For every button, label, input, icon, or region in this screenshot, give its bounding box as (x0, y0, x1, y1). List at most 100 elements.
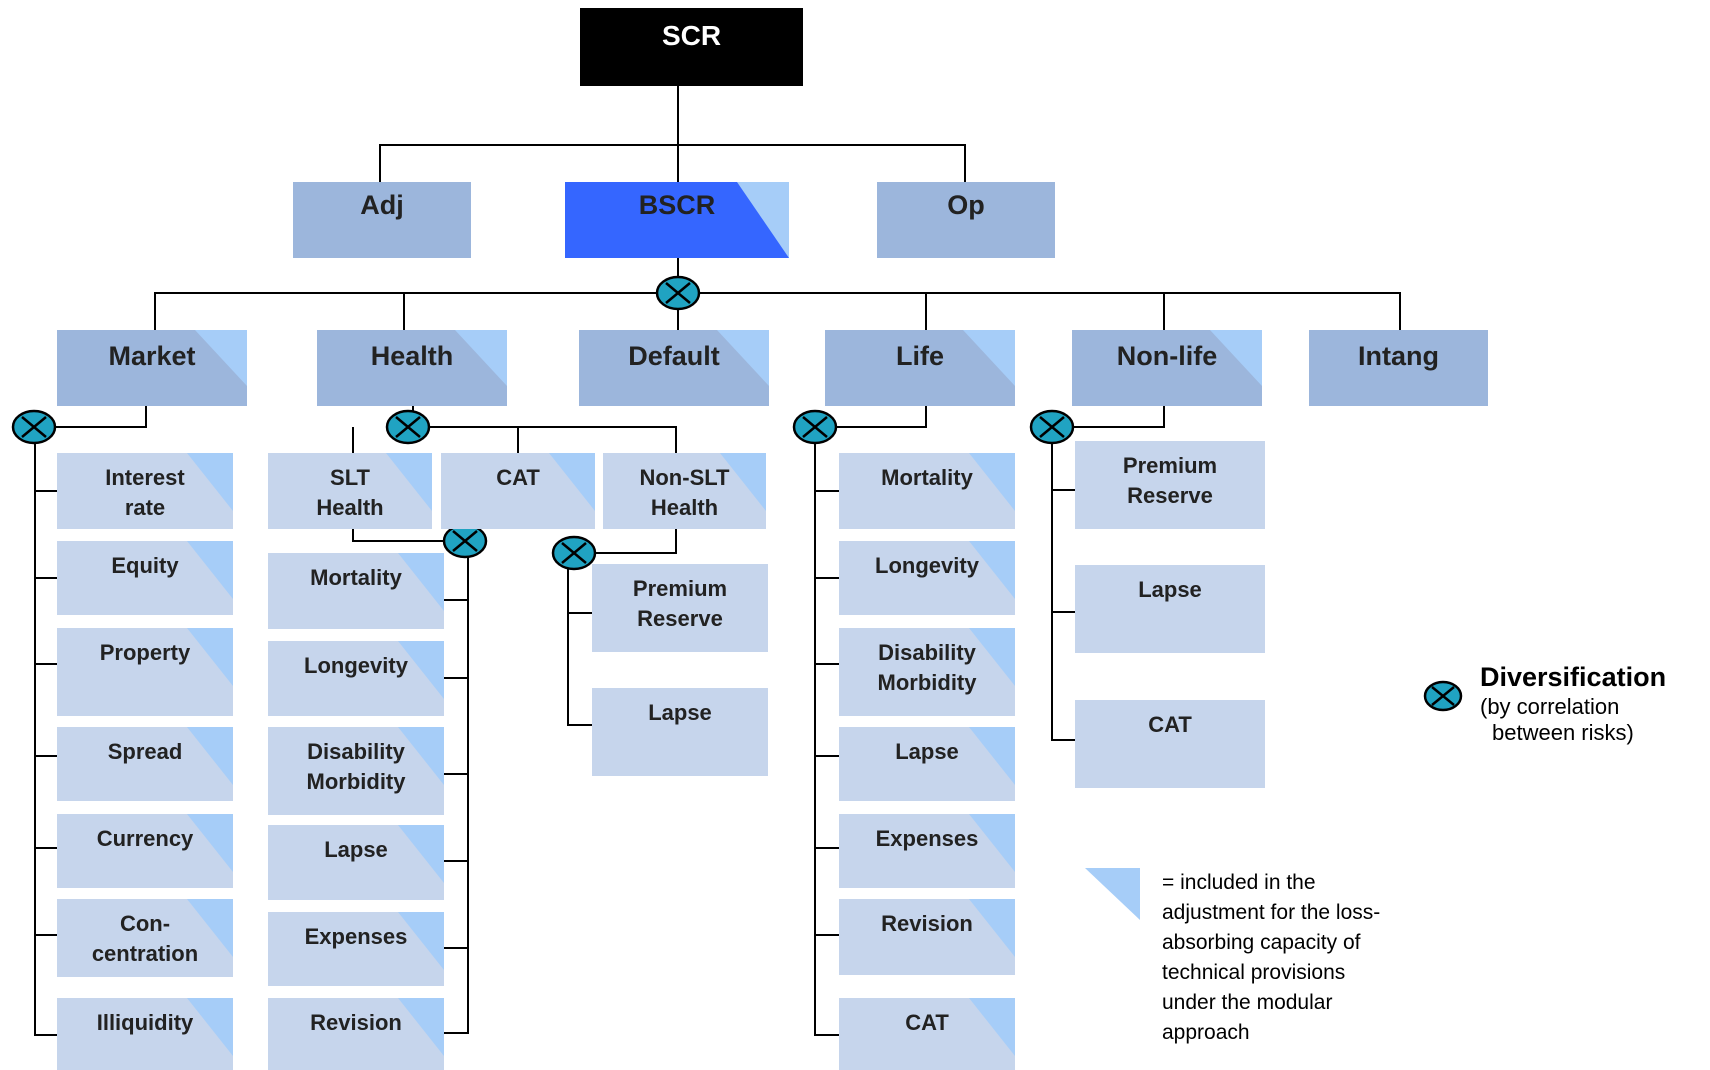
diversification-icon (655, 275, 701, 311)
submodule-label: Revision (881, 911, 973, 936)
submodule-label: Illiquidity (96, 1010, 194, 1035)
submodule-label: Lapse (324, 837, 388, 862)
lac-triangle-icon (963, 330, 1015, 386)
submodule-label: Lapse (895, 739, 959, 764)
submodule-label: Premium Reserve (1122, 453, 1218, 508)
lac-triangle-icon (195, 330, 247, 386)
market-submodule: Equity (57, 541, 233, 615)
life-submodule: Revision (839, 899, 1015, 975)
lac-triangle-icon (969, 899, 1015, 957)
triangle-legend-text: = included in the adjustment for the los… (1162, 871, 1381, 1044)
market-submodule: Spread (57, 727, 233, 801)
lac-triangle-icon (187, 628, 233, 686)
life-label: Life (895, 341, 944, 371)
life-submodule: Mortality (839, 453, 1015, 529)
bscr-box: BSCR (565, 182, 789, 258)
nonlife-box: Non-life (1072, 330, 1262, 406)
health-group-label: CAT (496, 465, 540, 490)
diversification-icon (11, 409, 57, 445)
nonlife-label: Non-life (1116, 341, 1218, 371)
diversification-icon (385, 409, 431, 445)
lac-triangle-icon (1210, 330, 1262, 386)
diversification-title: Diversification (1480, 662, 1667, 692)
submodule-label: Premium Reserve (632, 576, 728, 631)
health-label: Health (370, 341, 454, 371)
market-box: Market (57, 330, 247, 406)
diversification-legend-icon (1423, 680, 1463, 712)
market-submodule: Currency (57, 814, 233, 888)
lac-triangle-icon (187, 541, 233, 599)
submodule-label: Mortality (310, 565, 402, 590)
nonlife-submodule: CAT (1075, 700, 1265, 788)
health-box: Health (317, 330, 507, 406)
submodule-label: CAT (905, 1010, 949, 1035)
diversification-icon (792, 409, 838, 445)
life-submodule: Longevity (839, 541, 1015, 615)
submodule-label: Lapse (648, 700, 712, 725)
slt-health-submodule: Longevity (268, 641, 444, 716)
health-group-label: Non-SLT Health (639, 465, 730, 520)
submodule-label: Longevity (875, 553, 979, 578)
submodule-label: Expenses (304, 924, 408, 949)
lac-triangle-icon (969, 998, 1015, 1056)
op-label: Op (947, 190, 985, 220)
connector-line (379, 144, 966, 182)
lac-triangle-icon (455, 330, 507, 386)
lac-triangle-icon (187, 727, 233, 785)
submodule-label: Equity (111, 553, 179, 578)
slt-health-submodule: Lapse (268, 825, 444, 900)
market-submodule: Illiquidity (57, 998, 233, 1070)
nonslt-health-submodule: Lapse (592, 688, 768, 776)
lac-triangle-icon (187, 998, 233, 1056)
submodule-label: Con- centration (91, 911, 199, 966)
nonlife-submodule: Lapse (1075, 565, 1265, 653)
life-submodule: Lapse (839, 727, 1015, 801)
diversification-subtitle-2: between risks) (1492, 720, 1634, 745)
health-group: CAT (441, 453, 595, 529)
lac-triangle-icon (969, 453, 1015, 511)
life-submodule: CAT (839, 998, 1015, 1070)
intang-box: Intang (1309, 330, 1488, 406)
diversification-subtitle-1: (by correlation (1480, 694, 1620, 719)
default-box: Default (579, 330, 769, 406)
submodule-label: Spread (107, 739, 183, 764)
slt-health-submodule: Revision (268, 998, 444, 1070)
lac-triangle-icon (398, 553, 444, 611)
submodule-label: Revision (310, 1010, 402, 1035)
slt-health-submodule: Mortality (268, 553, 444, 629)
lac-triangle-icon (187, 453, 233, 511)
intang-label: Intang (1358, 341, 1439, 371)
submodule-label: CAT (1148, 712, 1192, 737)
market-submodule: Con- centration (57, 899, 233, 977)
lac-triangle-legend-icon (1085, 868, 1140, 920)
diversification-icon (551, 535, 597, 571)
lac-triangle-icon (398, 825, 444, 883)
submodule-label: Disability Morbidity (306, 739, 406, 794)
life-submodule: Expenses (839, 814, 1015, 888)
market-submodule: Property (57, 628, 233, 716)
bscr-label: BSCR (638, 190, 716, 220)
health-group: SLT Health (268, 453, 432, 529)
scr-label: SCR (661, 20, 722, 51)
submodule-label: Currency (96, 826, 194, 851)
lac-triangle-icon (187, 814, 233, 872)
lac-triangle-icon (737, 182, 789, 258)
submodule-label: Property (99, 640, 191, 665)
market-submodule: Interest rate (57, 453, 233, 529)
lac-triangle-icon (549, 453, 595, 511)
slt-health-submodule: Expenses (268, 912, 444, 986)
default-label: Default (628, 341, 720, 371)
lac-triangle-icon (398, 998, 444, 1056)
lac-triangle-icon (386, 453, 432, 511)
life-box: Life (825, 330, 1015, 406)
connector-line (412, 406, 677, 453)
life-submodule: Disability Morbidity (839, 628, 1015, 716)
lac-triangle-icon (969, 727, 1015, 785)
adj-label: Adj (360, 190, 404, 220)
diversification-icon (442, 523, 488, 559)
connector-line (154, 292, 1401, 330)
submodule-label: Interest rate (105, 465, 185, 520)
lac-triangle-icon (717, 330, 769, 386)
